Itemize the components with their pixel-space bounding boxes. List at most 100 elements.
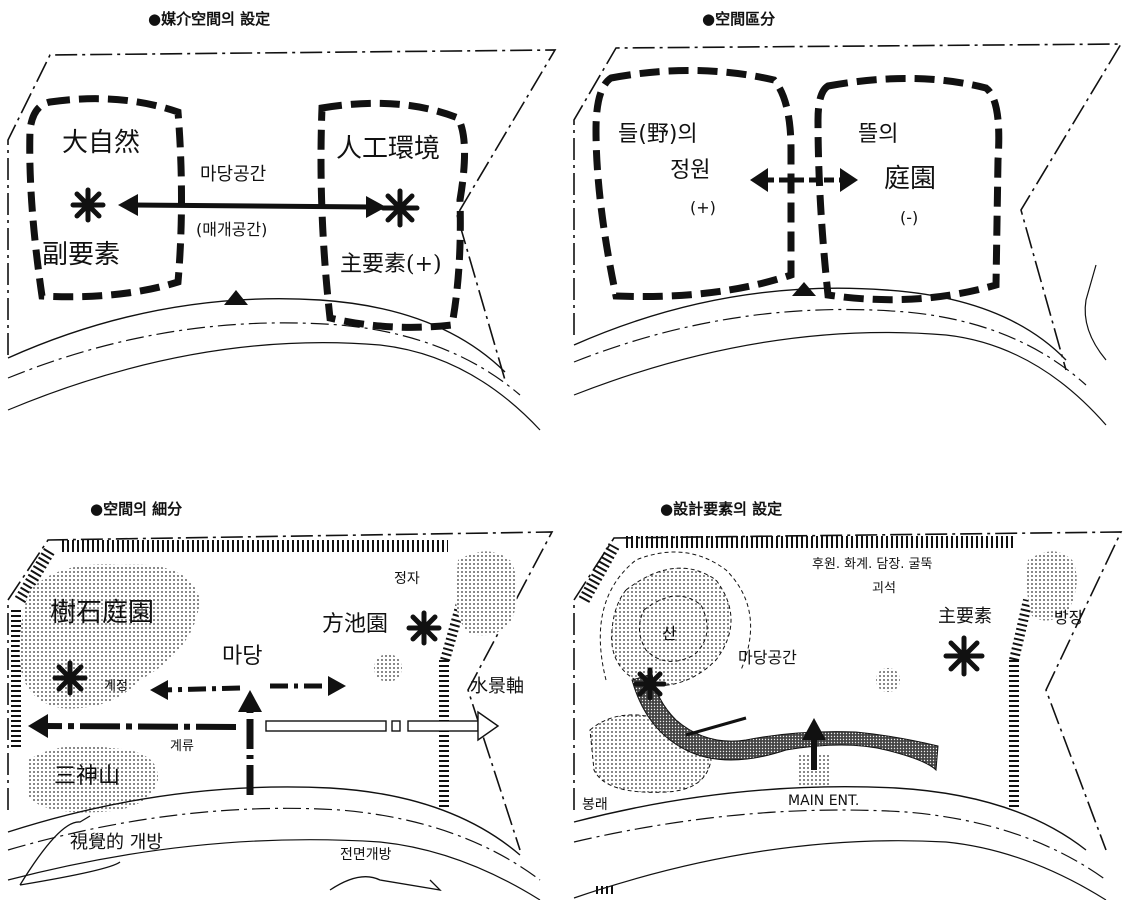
road-curve-far [573, 840, 1107, 900]
zone-left [592, 66, 795, 301]
label-mound: 봉래 [582, 797, 608, 813]
road-curve-outer [7, 786, 521, 856]
asterisk-right [380, 188, 420, 228]
wall-right-diag [1009, 598, 1033, 662]
label-mediating-space: (매개공간) [196, 220, 268, 239]
entrance-arrow-head [802, 718, 826, 740]
stream [631, 673, 939, 772]
site-diagram [7, 531, 554, 900]
label-gyejeong: 계정 [104, 679, 128, 694]
panel-space-division: ●空間區分 들(野)의 정원 (+) 뜰의 庭園 (-) [566, 0, 1132, 450]
label-elements-list-1: 후원. 화계. 담장. 굴뚝 [812, 557, 933, 572]
label-stone-garden: 樹石庭園 [50, 598, 155, 628]
water-axis-head [477, 710, 500, 742]
label-minus: (-) [900, 208, 919, 227]
arrow-upper-right-head [328, 676, 346, 696]
label-water-axis: 水景軸 [470, 676, 524, 697]
label-courtyard: 마당공간 [738, 648, 797, 667]
site-diagram [7, 49, 557, 431]
label-plaza: 방장 [1054, 608, 1084, 627]
mountain-area [28, 745, 159, 813]
arrow-lower-left-head [28, 714, 48, 738]
view-sweep-right [329, 876, 442, 891]
panel-title: ●設計要素의 設定 [660, 500, 783, 518]
label-courtyard-garden: 庭園 [884, 164, 937, 194]
label-garden: 정원 [670, 158, 711, 183]
road-curve-outer [573, 786, 1087, 851]
site-boundary [573, 43, 1123, 371]
wall-left [578, 543, 620, 603]
arrow-head-right [840, 168, 858, 192]
arrow-vertical-head [238, 690, 262, 712]
water-axis-bar [265, 720, 387, 732]
site-boundary [573, 531, 1123, 851]
arrow-head-right [366, 196, 386, 218]
label-pavilion: 정자 [394, 571, 420, 587]
road-curve-outer [7, 298, 506, 373]
label-main-entrance: MAIN ENT. [788, 793, 860, 809]
zone-right [814, 74, 1003, 304]
label-madang-space: 마당공간 [200, 164, 267, 185]
road-curve-inner [7, 807, 541, 881]
asterisk-left [70, 187, 106, 223]
plaza-area [1026, 551, 1077, 621]
road-curve-outer [573, 287, 1067, 361]
water-axis-bar-2 [407, 720, 479, 732]
label-gyeryu: 계류 [170, 739, 194, 754]
label-visual-opening: 視覺的 개방 [70, 832, 163, 853]
panel-title: ●空間의 細分 [90, 500, 183, 518]
arrow-upper-left [161, 685, 241, 693]
entrance-triangle [224, 290, 248, 305]
pond-circle [876, 668, 900, 692]
road-curve-inner [573, 308, 1087, 386]
asterisk-hill [633, 667, 667, 701]
site-diagram [573, 43, 1123, 426]
label-hill: 산 [662, 624, 677, 643]
road-curve-far [7, 342, 541, 431]
site-boundary [7, 49, 557, 381]
label-three-mountains: 三神山 [54, 764, 121, 789]
label-elements-list-2: 괴석 [872, 581, 896, 596]
pavilion-area [455, 551, 517, 636]
panel-mediating-space: ●媒介空間의 設定 大自然 副要素 人工環境 主要素(+) 마당공간 (매개공간… [0, 0, 566, 450]
road-curve-far [7, 839, 541, 900]
arrow-shaft [131, 202, 373, 210]
zone-right [317, 99, 468, 331]
water-axis-dash [391, 720, 401, 732]
asterisk-stone-garden [52, 660, 88, 696]
label-yard: 뜰의 [858, 122, 899, 147]
panel-title: ●媒介空間의 設定 [148, 10, 271, 28]
asterisk-main [943, 635, 985, 677]
label-madang: 마당 [222, 644, 263, 669]
pond-circle [374, 654, 402, 682]
arrow-lower-left [43, 723, 237, 730]
road-curve-far [573, 331, 1107, 426]
hill-outer-line [599, 551, 752, 681]
label-great-nature: 大自然 [62, 128, 141, 158]
label-sub-element: 副要素 [42, 240, 121, 270]
arrow-head-left [750, 168, 768, 192]
label-pond-garden: 方池園 [322, 612, 389, 637]
label-front-opening: 전면개방 [340, 847, 392, 863]
label-main-element: 主要素(+) [340, 252, 442, 277]
panel-title: ●空間區分 [702, 10, 776, 28]
site-boundary [7, 531, 554, 851]
label-main-element: 主要素 [938, 606, 992, 627]
panel-space-subdivision: ●空間의 細分 [0, 450, 566, 900]
asterisk-pond-garden [406, 610, 442, 646]
label-artificial-env: 人工環境 [336, 134, 441, 164]
arrow-upper-left-head [150, 680, 168, 700]
arrow-head-left [118, 194, 138, 216]
road-stub [1084, 264, 1107, 361]
site-diagram [573, 531, 1123, 900]
road-curve-inner [7, 322, 521, 396]
road-curve-inner [573, 809, 1107, 881]
view-sweep-left [19, 815, 121, 886]
zone-left [26, 95, 185, 301]
hill-area [611, 567, 732, 687]
stream-branch [685, 716, 747, 737]
label-plus: (+) [690, 198, 716, 217]
label-field-garden: 들(野)의 [618, 122, 698, 147]
panel-design-elements: ●設計要素의 設定 [566, 450, 1132, 900]
entrance-triangle [792, 282, 816, 296]
